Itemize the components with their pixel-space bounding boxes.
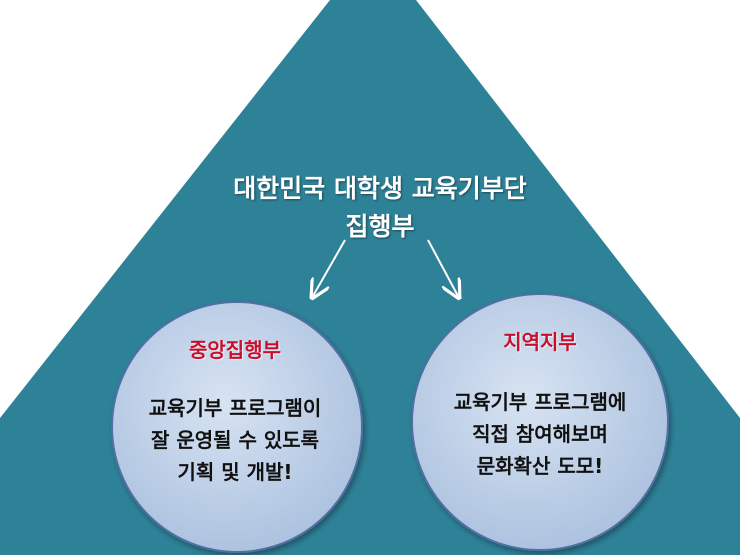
diagram-title: 대한민국 대학생 교육기부단 집행부 bbox=[170, 170, 590, 246]
left-circle-body: 교육기부 프로그램이 잘 운영될 수 있도록 기획 및 개발! bbox=[100, 392, 370, 488]
left-circle-line-2: 잘 운영될 수 있도록 bbox=[150, 428, 320, 452]
left-circle-heading: 중앙집행부 bbox=[189, 338, 281, 362]
right-circle-line-2: 직접 참여해보며 bbox=[472, 422, 608, 446]
right-circle-line-1: 교육기부 프로그램에 bbox=[453, 390, 627, 414]
right-circle-heading: 지역지부 bbox=[503, 330, 577, 354]
left-circle-line-3: 기획 및 개발! bbox=[177, 460, 293, 484]
right-circle bbox=[411, 293, 669, 551]
title-line-2: 집행부 bbox=[345, 212, 415, 241]
right-circle-line-3: 문화확산 도모! bbox=[476, 454, 604, 478]
left-circle bbox=[111, 301, 363, 553]
right-circle-body: 교육기부 프로그램에 직접 참여해보며 문화확산 도모! bbox=[400, 386, 680, 482]
title-line-1: 대한민국 대학생 교육기부단 bbox=[233, 174, 527, 203]
arrow-to-right-circle bbox=[427, 239, 458, 296]
arrow-to-left-circle bbox=[313, 239, 346, 296]
left-circle-line-1: 교육기부 프로그램이 bbox=[148, 396, 322, 420]
